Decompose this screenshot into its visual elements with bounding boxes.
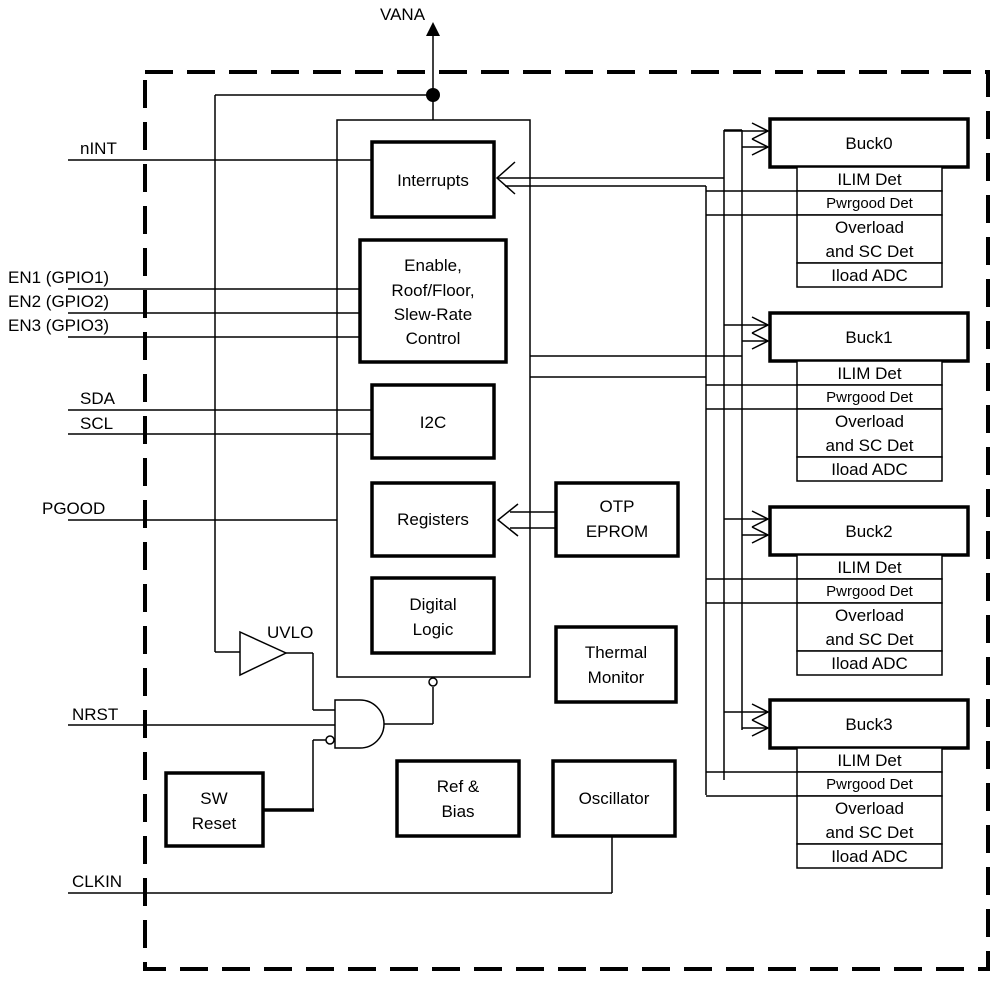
thermal-label-line1: Thermal [585,643,647,662]
interrupts-block [370,140,496,219]
buck-2-iload-box [796,650,943,676]
buck-3-title: Buck3 [845,715,892,734]
digital-logic-line2: Logic [413,620,454,639]
reset-input-bubble-icon [428,677,438,687]
buck-1-ilim-box [796,360,943,386]
en2-pin-label: EN2 (GPIO2) [8,292,109,311]
otp-eprom-block [554,481,680,558]
buck-3-block [768,698,970,750]
buck-2-iload-label: Iload ADC [831,654,908,673]
buck-3-overload-box [796,795,943,845]
buck-1-pwrgood-box [796,384,943,410]
buck-3-ilim-box [796,747,943,773]
buck-1-ilim-label: ILIM Det [837,364,902,383]
sda-pin-label: SDA [80,389,116,408]
buck-1-input-arrow-icon [751,316,770,334]
enable-label-line3: Slew-Rate [394,305,472,324]
buck-3-overload-line2: and SC Det [826,823,914,842]
i2c-label: I2C [420,413,446,432]
buck-2-title: Buck2 [845,522,892,541]
enable-label-line2: Roof/Floor, [391,281,474,300]
en1-pin-label: EN1 (GPIO1) [8,268,109,287]
otp-to-registers-arrow-icon [496,503,519,537]
buck-1-overload-line1: Overload [835,412,904,431]
buck-0-block [768,117,970,169]
oscillator-block [551,759,677,838]
buck-1-iload-label: Iload ADC [831,460,908,479]
interrupts-label: Interrupts [397,171,469,190]
uvlo-label: UVLO [267,623,313,642]
thermal-label-line2: Monitor [588,668,645,687]
buck-0-pwrgood-label: Pwrgood Det [826,195,914,212]
pgood-pin-label: PGOOD [42,499,105,518]
nint-pin-label: nINT [80,139,117,158]
buck-2-pwrgood-box [796,578,943,604]
buck-0-ilim-label: ILIM Det [837,170,902,189]
inverted-input-bubble-icon [325,735,335,745]
buck-0-input-arrow-icon [751,122,770,140]
buck-2-input-arrow-icon [751,510,770,528]
buck-2-overload-line1: Overload [835,606,904,625]
buck-0-iload-box [796,262,943,288]
buck-2-overload-line2: and SC Det [826,630,914,649]
buck-1-overload-box [796,408,943,458]
otp-label-line1: OTP [600,497,635,516]
enable-label-line1: Enable, [404,256,462,275]
buck-2-input-arrow2-icon [751,526,770,544]
buck-3-iload-label: Iload ADC [831,847,908,866]
buck-0-iload-label: Iload ADC [831,266,908,285]
buck-2-ilim-label: ILIM Det [837,558,902,577]
vana-label: VANA [380,5,426,24]
vana-arrow-icon [426,22,440,36]
nrst-pin-label: NRST [72,705,118,724]
buck-2-overload-box [796,602,943,652]
buck-3-input-arrow2-icon [751,719,770,737]
clkin-pin-label: CLKIN [72,872,122,891]
buck-2-pwrgood-label: Pwrgood Det [826,583,914,600]
registers-label: Registers [397,510,469,529]
buck-0-overload-line2: and SC Det [826,242,914,261]
digital-logic-line1: Digital [409,595,456,614]
registers-block [370,481,496,558]
buck-3-ilim-label: ILIM Det [837,751,902,770]
buck-0-overload-line1: Overload [835,218,904,237]
enable-label-line4: Control [406,329,461,348]
scl-pin-label: SCL [80,414,113,433]
buck-1-overload-line2: and SC Det [826,436,914,455]
uvlo-comparator-icon [239,630,288,677]
buck-3-overload-line1: Overload [835,799,904,818]
buck-0-input-arrow2-icon [751,138,770,156]
buck-1-title: Buck1 [845,328,892,347]
sw-reset-block [164,771,265,848]
oscillator-label: Oscillator [579,789,650,808]
buck-3-iload-box [796,843,943,869]
ref-bias-line1: Ref & [437,777,480,796]
buck-1-iload-box [796,456,943,482]
buck-1-input-arrow2-icon [751,332,770,350]
buck-0-title: Buck0 [845,134,892,153]
and-gate-icon [334,699,385,749]
sw-reset-line1: SW [200,789,227,808]
enable-control-block [358,238,508,364]
i2c-block [370,383,496,460]
en3-pin-label: EN3 (GPIO3) [8,316,109,335]
ref-bias-line2: Bias [441,802,474,821]
buck-0-pwrgood-box [796,190,943,216]
sw-reset-line2: Reset [192,814,237,833]
buck-0-overload-box [796,214,943,264]
buck-1-pwrgood-label: Pwrgood Det [826,389,914,406]
otp-label-line2: EPROM [586,522,648,541]
buck-3-pwrgood-label: Pwrgood Det [826,776,914,793]
buck-3-input-arrow-icon [751,703,770,721]
digital-logic-block [370,576,496,655]
ref-bias-block [395,759,521,838]
thermal-monitor-block [554,625,678,704]
